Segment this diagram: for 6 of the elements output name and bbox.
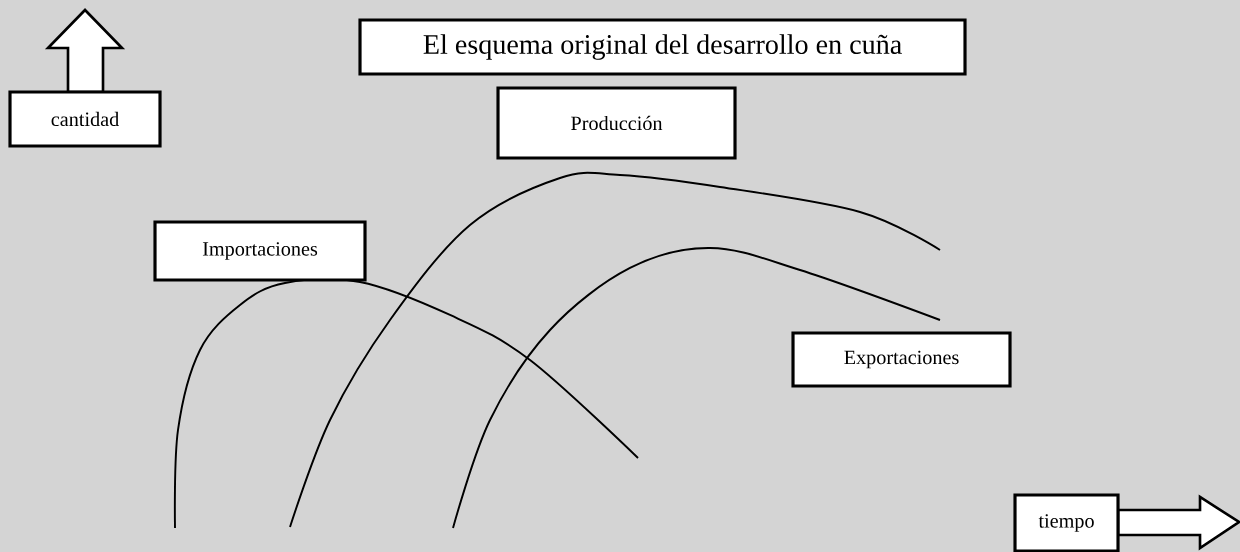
- label-box: Producción: [496, 86, 737, 160]
- label-box: Importaciones: [153, 220, 367, 282]
- label-box: Exportaciones: [791, 331, 1012, 388]
- label-box: cantidad: [8, 90, 162, 148]
- label-box: tiempo: [1013, 493, 1120, 552]
- label-box: El esquema original del desarrollo en cuña: [358, 18, 967, 76]
